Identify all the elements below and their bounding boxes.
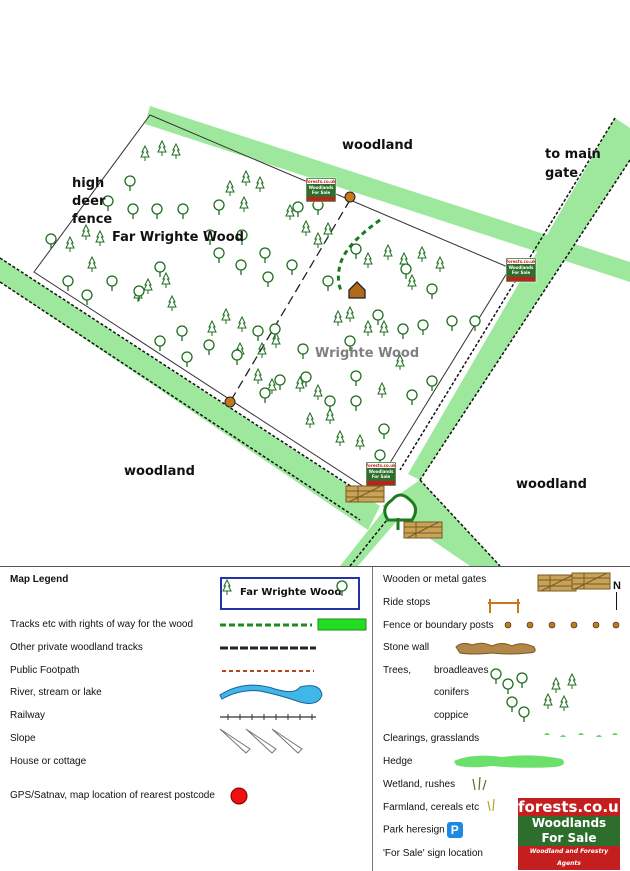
legend-symbols-left	[219, 579, 367, 805]
map-legend: Map Legend Far Wrighte Wood Tracks etc w…	[0, 566, 630, 871]
site-map: forests.co.uk Woodlands For Sale	[0, 106, 630, 566]
north-label: N	[613, 580, 621, 592]
legend-item-coppice: coppice	[434, 710, 469, 721]
legend-item-footpath: Public Footpath	[10, 665, 80, 676]
forests-logo: forests.co.uk Woodlands For Sale Woodlan…	[518, 798, 629, 870]
logo-site: forests.co.uk	[518, 798, 629, 816]
legend-item-hedge: Hedge	[383, 756, 413, 767]
legend-item-ride-stops: Ride stops	[383, 597, 431, 608]
north-arrow-icon	[616, 592, 618, 610]
legend-item-broadleaves: broadleaves	[434, 665, 489, 676]
parking-icon: P	[446, 822, 463, 838]
legend-symbols-right	[454, 572, 620, 812]
label-woodland-right: woodland	[516, 477, 587, 492]
legend-item-clearings: Clearings, grasslands	[383, 733, 480, 744]
legend-divider	[372, 567, 373, 871]
logo-line1: Woodlands	[531, 816, 607, 830]
north-arrow: N	[613, 580, 621, 610]
legend-item-conifers: conifers	[434, 687, 470, 698]
legend-item-slope: Slope	[10, 733, 36, 744]
legend-item-trees: Trees,	[383, 665, 411, 676]
label-wrighte-wood: Wrighte Wood	[315, 346, 420, 361]
label-woodland-left: woodland	[124, 464, 195, 479]
legend-item-tracks: Tracks etc with rights of way for the wo…	[10, 619, 194, 630]
label-to-main-gate: to main gate	[545, 147, 601, 181]
legend-item-railway: Railway	[10, 710, 46, 721]
legend-name-box: Far Wrighte Wood	[220, 577, 360, 610]
legend-item-house: House or cottage	[10, 756, 87, 767]
logo-line2: For Sale	[541, 831, 597, 845]
label-high-deer-fence: high deer fence	[72, 176, 113, 227]
legend-item-for-sale: 'For Sale' sign location	[383, 848, 483, 859]
legend-item-stone-wall: Stone wall	[383, 642, 430, 653]
legend-item-posts: Fence or boundary posts	[383, 620, 494, 631]
legend-item-gates: Wooden or metal gates	[383, 574, 487, 585]
legend-item-private-tracks: Other private woodland tracks	[10, 642, 143, 653]
label-woodland-top: woodland	[342, 138, 413, 153]
legend-item-farmland: Farmland, cereals etc	[383, 802, 480, 813]
legend-item-gps: GPS/Satnav, map location of rearest post…	[10, 790, 215, 801]
logo-tagline: Woodland and Forestry Agents	[518, 846, 620, 870]
legend-title: Map Legend	[10, 574, 69, 585]
label-far-wrighte-wood: Far Wrighte Wood	[112, 230, 244, 245]
legend-item-river: River, stream or lake	[10, 687, 102, 698]
legend-item-wetland: Wetland, rushes	[383, 779, 456, 790]
legend-park-label: Park heresign	[383, 824, 445, 836]
legend-sample-name: Far Wrighte Wood	[240, 587, 342, 598]
